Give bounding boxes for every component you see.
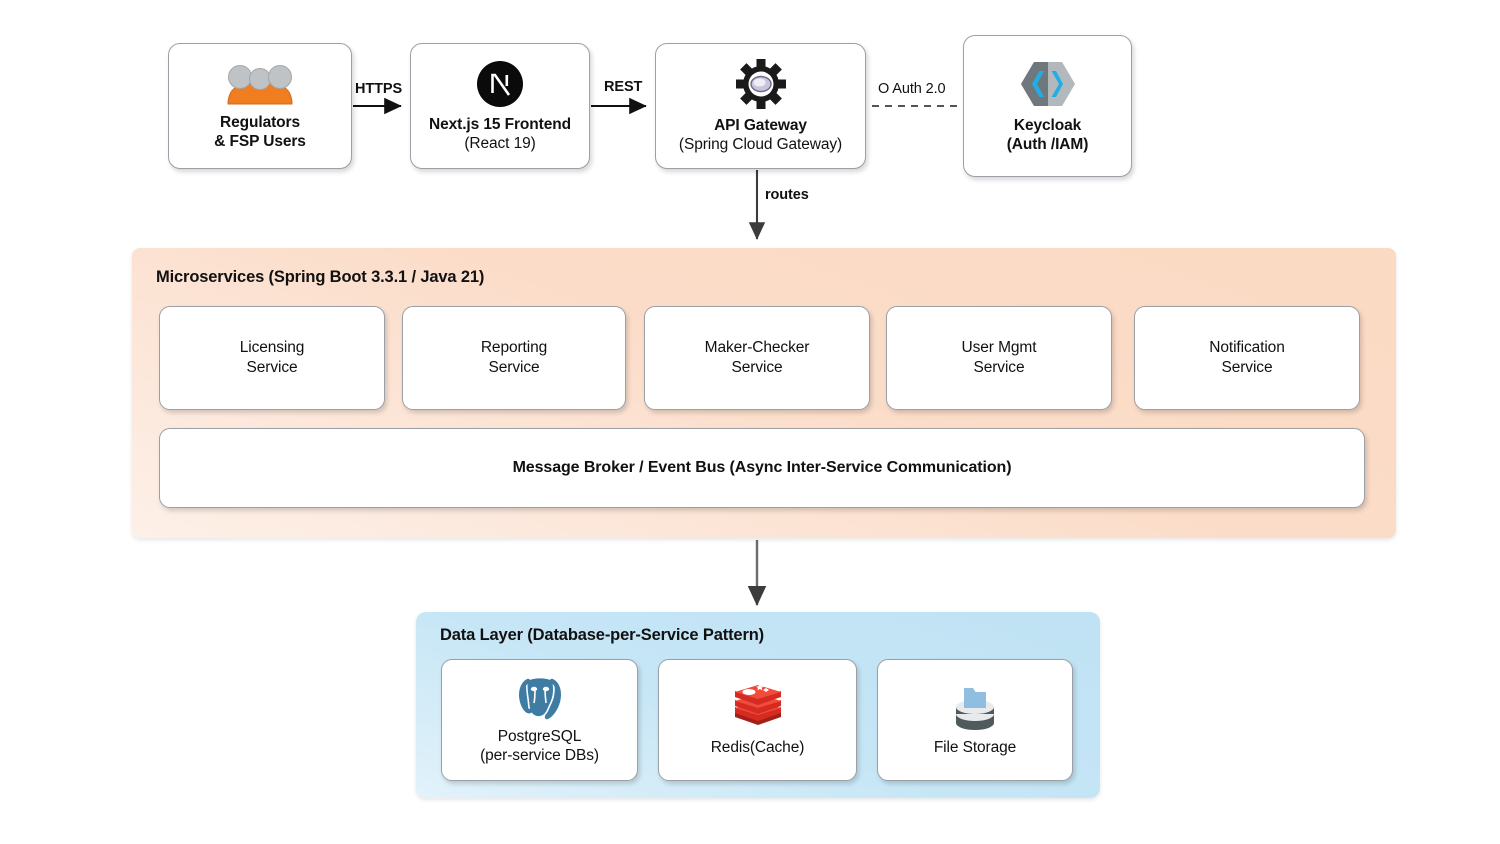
data-store-label: File Storage xyxy=(933,738,1017,756)
nextjs-icon xyxy=(476,60,524,108)
data-layer-band-title: Data Layer (Database-per-Service Pattern… xyxy=(440,626,764,644)
node-subtitle: & FSP Users xyxy=(214,132,306,150)
node-nextjs-frontend[interactable]: Next.js 15 Frontend (React 19) xyxy=(410,43,590,169)
node-keycloak[interactable]: Keycloak (Auth /IAM) xyxy=(963,35,1132,177)
service-box-user-mgmt[interactable]: User Mgmt Service xyxy=(886,306,1112,410)
service-label: Notification Service xyxy=(1209,339,1285,376)
data-store-postgresql[interactable]: PostgreSQL (per-service DBs) xyxy=(441,659,638,781)
service-box-reporting[interactable]: Reporting Service xyxy=(402,306,626,410)
postgresql-icon xyxy=(516,675,564,721)
service-label: User Mgmt Service xyxy=(961,339,1037,376)
node-title: Keycloak xyxy=(1013,116,1082,134)
service-box-notification[interactable]: Notification Service xyxy=(1134,306,1360,410)
data-store-redis[interactable]: Redis(Cache) xyxy=(658,659,857,781)
service-label: Licensing Service xyxy=(239,339,305,376)
edge-label-routes: routes xyxy=(765,187,809,203)
service-box-maker-checker[interactable]: Maker-Checker Service xyxy=(644,306,870,410)
edge-label-oauth: O Auth 2.0 xyxy=(878,81,946,97)
service-box-licensing[interactable]: Licensing Service xyxy=(159,306,385,410)
data-store-label: PostgreSQL (per-service DBs) xyxy=(480,728,599,764)
service-label: Reporting Service xyxy=(480,339,548,376)
node-title: API Gateway xyxy=(714,116,807,134)
node-title: Regulators xyxy=(220,113,300,131)
node-subtitle: (Auth /IAM) xyxy=(1006,135,1089,153)
message-broker-box[interactable]: Message Broker / Event Bus (Async Inter-… xyxy=(159,428,1365,508)
node-title: Next.js 15 Frontend xyxy=(429,115,571,133)
keycloak-icon xyxy=(1020,59,1076,109)
edge-label-https: HTTPS xyxy=(355,81,403,97)
data-store-label: Redis(Cache) xyxy=(710,738,805,756)
message-broker-label: Message Broker / Event Bus (Async Inter-… xyxy=(512,459,1012,476)
microservices-band-title: Microservices (Spring Boot 3.3.1 / Java … xyxy=(156,268,485,286)
users-icon xyxy=(223,62,297,106)
data-store-file-storage[interactable]: File Storage xyxy=(877,659,1073,781)
node-subtitle: (Spring Cloud Gateway) xyxy=(678,135,843,153)
node-api-gateway[interactable]: API Gateway (Spring Cloud Gateway) xyxy=(655,43,866,169)
service-label: Maker-Checker Service xyxy=(704,339,810,376)
node-subtitle: (React 19) xyxy=(464,134,536,152)
edge-label-rest: REST xyxy=(604,79,643,95)
node-regulators-fsp-users[interactable]: Regulators & FSP Users xyxy=(168,43,352,169)
gear-icon xyxy=(735,58,787,109)
file-storage-icon xyxy=(950,684,1000,732)
redis-icon xyxy=(731,683,785,732)
